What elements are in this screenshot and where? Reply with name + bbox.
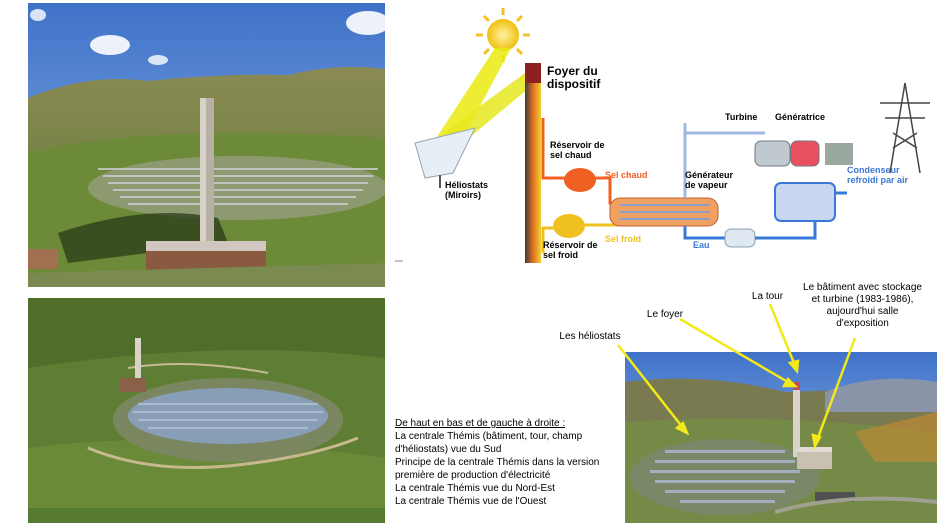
photo-northeast-view: [28, 298, 385, 523]
label-cold-reservoir: Réservoir de sel froid: [543, 240, 598, 260]
turbine-icon: [754, 140, 791, 167]
label-hot-salt: Sel chaud: [605, 170, 648, 180]
pylon-icon: [880, 82, 930, 174]
annotation-heliostats: Les héliostats: [559, 331, 621, 342]
cold-salt-tank: [553, 214, 585, 238]
label-hot-reservoir: Réservoir de sel chaud: [550, 140, 605, 160]
photo-south-view: [28, 3, 385, 287]
photo-northeast-scene: [28, 298, 385, 523]
caption-line-2: Principe de la centrale Thémis dans la v…: [395, 457, 600, 481]
label-condenser: Condenseur refroidi par air: [847, 165, 909, 185]
caption-line-4: La centrale Thémis vue de l'Ouest: [395, 496, 547, 507]
annotation-tour: La tour: [751, 291, 784, 302]
caption-line-3: La centrale Thémis vue du Nord-Est: [395, 483, 555, 494]
label-generatrice: Génératrice: [775, 112, 826, 122]
heliostat-mirror-icon: [414, 127, 476, 179]
photo-west-scene: [625, 352, 937, 523]
figure-caption: De haut en bas et de gauche à droite : L…: [395, 417, 625, 508]
label-water: Eau: [693, 240, 710, 250]
label-foyer: Foyer du dispositif: [547, 64, 601, 92]
photo-west-view: [625, 352, 937, 523]
pump-icon: [724, 228, 756, 248]
annotation-batiment: Le bâtiment avec stockage et turbine (19…: [803, 282, 922, 329]
photo-south-scene: [28, 3, 385, 287]
condenser-icon: [774, 182, 836, 222]
label-steam-generator: Générateur de vapeur: [685, 170, 734, 190]
tower-icon: [525, 63, 541, 263]
caption-title: De haut en bas et de gauche à droite :: [395, 418, 566, 429]
annotation-foyer: Le foyer: [646, 309, 684, 320]
principle-diagram: Foyer du dispositif Héliostats (Miroirs)…: [395, 3, 944, 273]
hot-salt-tank: [564, 168, 596, 192]
label-heliostats: Héliostats (Miroirs): [445, 180, 489, 200]
generatrice-icon: [790, 140, 820, 167]
label-cold-salt: Sel froid: [605, 234, 642, 244]
label-turbine: Turbine: [725, 112, 758, 122]
principle-diagram-graphic: [395, 8, 930, 263]
caption-line-1: La centrale Thémis (bâtiment, tour, cham…: [395, 431, 583, 455]
